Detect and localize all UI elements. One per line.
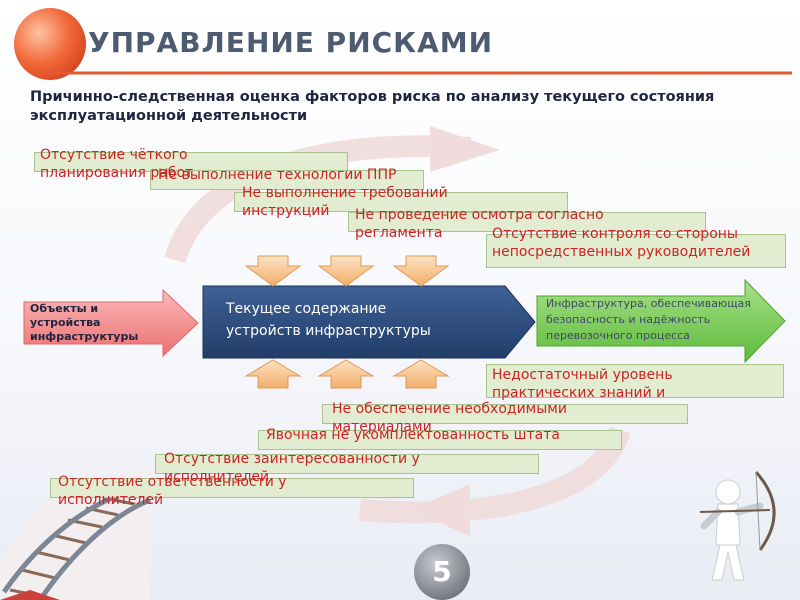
factor-upper-5: Отсутствие контроля со стороны непосредс… [492, 226, 751, 260]
center-box-shape [202, 285, 536, 359]
center-label: Текущее содержание устройств инфраструкт… [226, 298, 431, 342]
factor-box-lower-5-bg [50, 478, 414, 498]
output-arrow [536, 278, 786, 364]
cycle-arrowhead-top [430, 126, 500, 172]
factor-lower-3: Явочная не укомплектованность штата [266, 427, 560, 443]
factor-upper-1: Отсутствие чёткого планирования работ [40, 147, 194, 181]
output-label: Инфраструктура, обеспечивающая безопасно… [546, 297, 751, 342]
connector-arrows-down [244, 255, 450, 287]
cycle-arrowhead-bottom [410, 484, 470, 536]
archer-illustration [699, 471, 776, 581]
factor-lower-1: Недостаточный уровень практических знани… [492, 367, 673, 401]
factor-box-lower-1-bg [486, 364, 784, 398]
factor-box-lower-4-bg [155, 454, 539, 474]
input-arrow [23, 288, 199, 358]
up-arrow-3 [392, 359, 450, 389]
factor-lower-4: Отсутствие заинтересованности у исполнит… [164, 451, 420, 485]
factor-upper-2: Не выполнение технологии ППР [158, 167, 397, 183]
up-arrow-1 [244, 359, 302, 389]
center-label-line1: Текущее содержание [226, 301, 387, 317]
page-title: УПРАВЛЕНИЕ РИСКАМИ [88, 26, 494, 59]
input-label: Объекты и устройства инфраструктуры [30, 302, 139, 343]
page-subtitle: Причинно-следственная оценка факторов ри… [30, 89, 715, 124]
factor-upper-3: Не выполнение требований инструкций [242, 185, 448, 219]
factor-upper-4: Не проведение осмотра согласно регламент… [355, 207, 604, 241]
factor-box-upper-3-bg [234, 192, 568, 212]
center-label-line2: устройств инфраструктуры [226, 323, 431, 339]
factor-box-upper-4-bg [348, 212, 706, 232]
factor-box-upper-2-bg [150, 170, 424, 190]
railway-illustration [0, 470, 151, 600]
factor-lower-2: Не обеспечение необходимыми материалами [332, 401, 567, 435]
title-orb [14, 8, 86, 80]
factor-lower-5: Отсутствие ответственности у исполнителе… [58, 474, 287, 508]
up-arrow-2 [317, 359, 375, 389]
factor-box-lower-2-bg [322, 404, 688, 424]
factor-box-upper-5-bg [486, 234, 786, 268]
connector-arrows-up [244, 359, 450, 389]
down-arrow-3 [392, 255, 450, 287]
down-arrow-2 [317, 255, 375, 287]
down-arrow-1 [244, 255, 302, 287]
page-number-badge [414, 544, 470, 600]
page-number: 5 [432, 555, 452, 588]
factor-box-lower-3-bg [258, 430, 622, 450]
